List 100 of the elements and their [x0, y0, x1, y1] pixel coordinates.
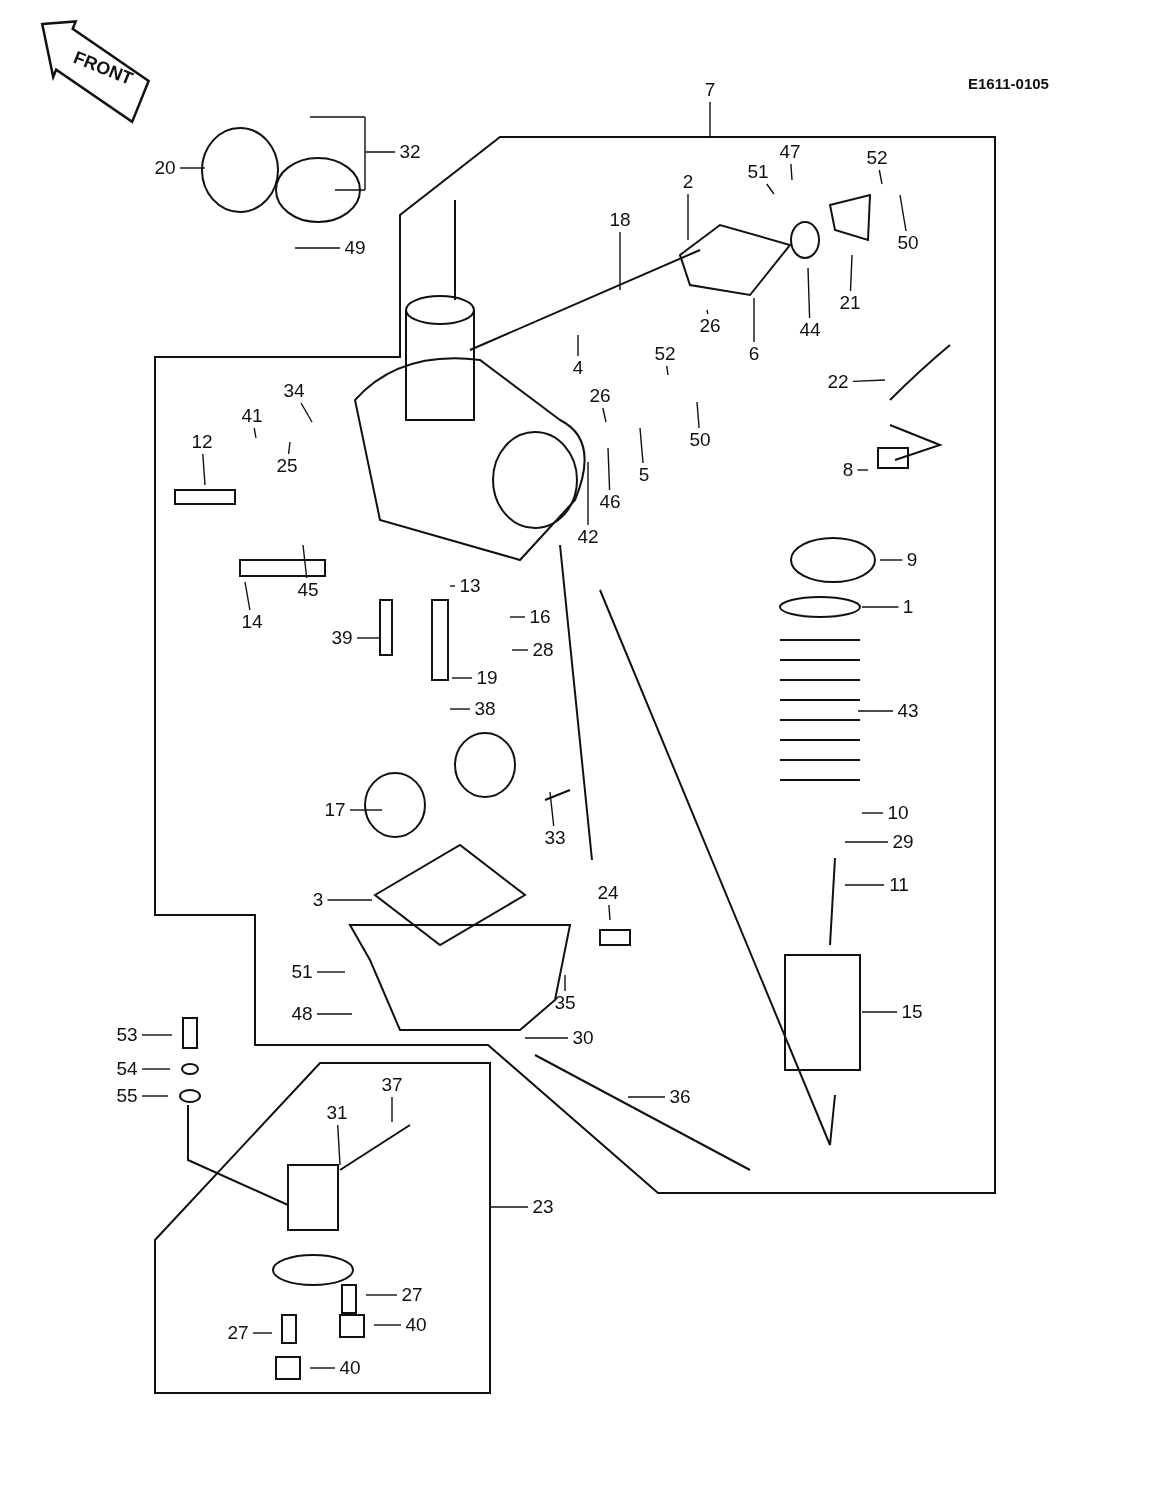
leader-line	[294, 247, 341, 249]
callout-number: 46	[597, 491, 623, 513]
callout-number: 51	[745, 161, 771, 183]
callout-number: 41	[239, 405, 265, 427]
leader-line	[852, 379, 886, 383]
leader-line	[356, 637, 381, 639]
callout-number: 19	[474, 667, 500, 689]
callout-number: 3	[310, 889, 326, 911]
leader-line	[349, 809, 383, 811]
callout-number: 40	[403, 1314, 429, 1336]
callout-number: 30	[570, 1027, 596, 1049]
callout-number: 50	[895, 232, 921, 254]
callout-number: 32	[397, 141, 423, 163]
leader-line	[577, 334, 579, 357]
leader-line	[627, 1096, 666, 1098]
callout-number: 6	[746, 343, 762, 365]
callout-number: 24	[595, 882, 621, 904]
callout-number: 42	[575, 526, 601, 548]
leader-line	[391, 1096, 393, 1123]
leader-line	[373, 1324, 402, 1326]
callout-number: 26	[697, 315, 723, 337]
callout-number: 13	[457, 575, 483, 597]
leader-line	[316, 1013, 353, 1015]
callout-number: 33	[542, 827, 568, 849]
leader-line	[856, 469, 869, 471]
leader-line	[365, 1294, 398, 1296]
leader-line	[587, 461, 589, 526]
callout-number: 25	[274, 455, 300, 477]
leader-line	[302, 544, 308, 579]
callout-number: 54	[114, 1058, 140, 1080]
leader-line	[141, 1034, 173, 1036]
callout-number: 14	[239, 611, 265, 633]
leader-line	[844, 841, 889, 843]
callout-number: 40	[337, 1357, 363, 1379]
leader-line	[753, 297, 755, 343]
callout-number: 51	[289, 961, 315, 983]
callout-number: 39	[329, 627, 355, 649]
leader-line	[326, 899, 373, 901]
leader-line	[337, 1124, 341, 1166]
leader-line	[844, 884, 885, 886]
leader-line	[849, 254, 853, 292]
leader-line	[244, 581, 251, 611]
callout-number: 5	[636, 464, 652, 486]
leader-line	[179, 167, 206, 169]
leader-line	[253, 427, 257, 439]
callout-number: 34	[281, 380, 307, 402]
leader-line	[807, 267, 811, 319]
callout-number: 16	[527, 606, 553, 628]
leader-line	[861, 606, 900, 608]
leader-line	[607, 447, 611, 491]
leader-line	[602, 407, 607, 423]
leader-line	[309, 1367, 336, 1369]
leader-line	[790, 163, 793, 181]
leader-line	[511, 649, 529, 651]
leader-line	[549, 791, 555, 827]
callout-number: 53	[114, 1024, 140, 1046]
callout-number: 11	[886, 874, 912, 896]
callout-number: 49	[342, 237, 368, 259]
leader-line	[709, 101, 711, 138]
leader-line	[287, 441, 291, 455]
callout-number: 7	[702, 79, 718, 101]
leader-line	[861, 1011, 898, 1013]
callout-number: 27	[225, 1322, 251, 1344]
callout-number: 10	[885, 802, 911, 824]
leader-line	[861, 812, 884, 814]
leader-line	[316, 971, 346, 973]
callout-number: 26	[587, 385, 613, 407]
callout-number: 20	[152, 157, 178, 179]
callout-number: 12	[189, 431, 215, 453]
leader-line	[309, 116, 396, 191]
callout-number: 38	[472, 698, 498, 720]
callout-number: 47	[777, 141, 803, 163]
callout-number: 21	[837, 292, 863, 314]
callout-number: 35	[552, 992, 578, 1014]
leader-line	[619, 231, 621, 291]
leader-line	[608, 904, 611, 921]
callout-number: 55	[114, 1085, 140, 1107]
callout-number: 48	[289, 1003, 315, 1025]
leader-line	[878, 169, 883, 185]
callout-number: 29	[890, 831, 916, 853]
leader-line	[879, 559, 904, 561]
callout-number: 1	[900, 596, 916, 618]
leader-line	[202, 453, 206, 486]
callout-number: 23	[530, 1196, 556, 1218]
leader-line	[696, 401, 700, 429]
callout-number: 50	[687, 429, 713, 451]
callout-number: 22	[825, 371, 851, 393]
leader-line	[451, 677, 473, 679]
callout-number: 4	[570, 357, 586, 379]
callout-number: 28	[530, 639, 556, 661]
leader-line	[141, 1068, 171, 1070]
leader-line	[687, 193, 689, 241]
callout-number: 43	[895, 700, 921, 722]
callout-number: 37	[379, 1074, 405, 1096]
leader-line	[666, 365, 669, 376]
callout-number: 44	[797, 319, 823, 341]
callout-number: 9	[904, 549, 920, 571]
leader-line	[141, 1095, 169, 1097]
drawing-number: E1611-0105	[968, 75, 1049, 92]
leader-line	[639, 427, 644, 464]
